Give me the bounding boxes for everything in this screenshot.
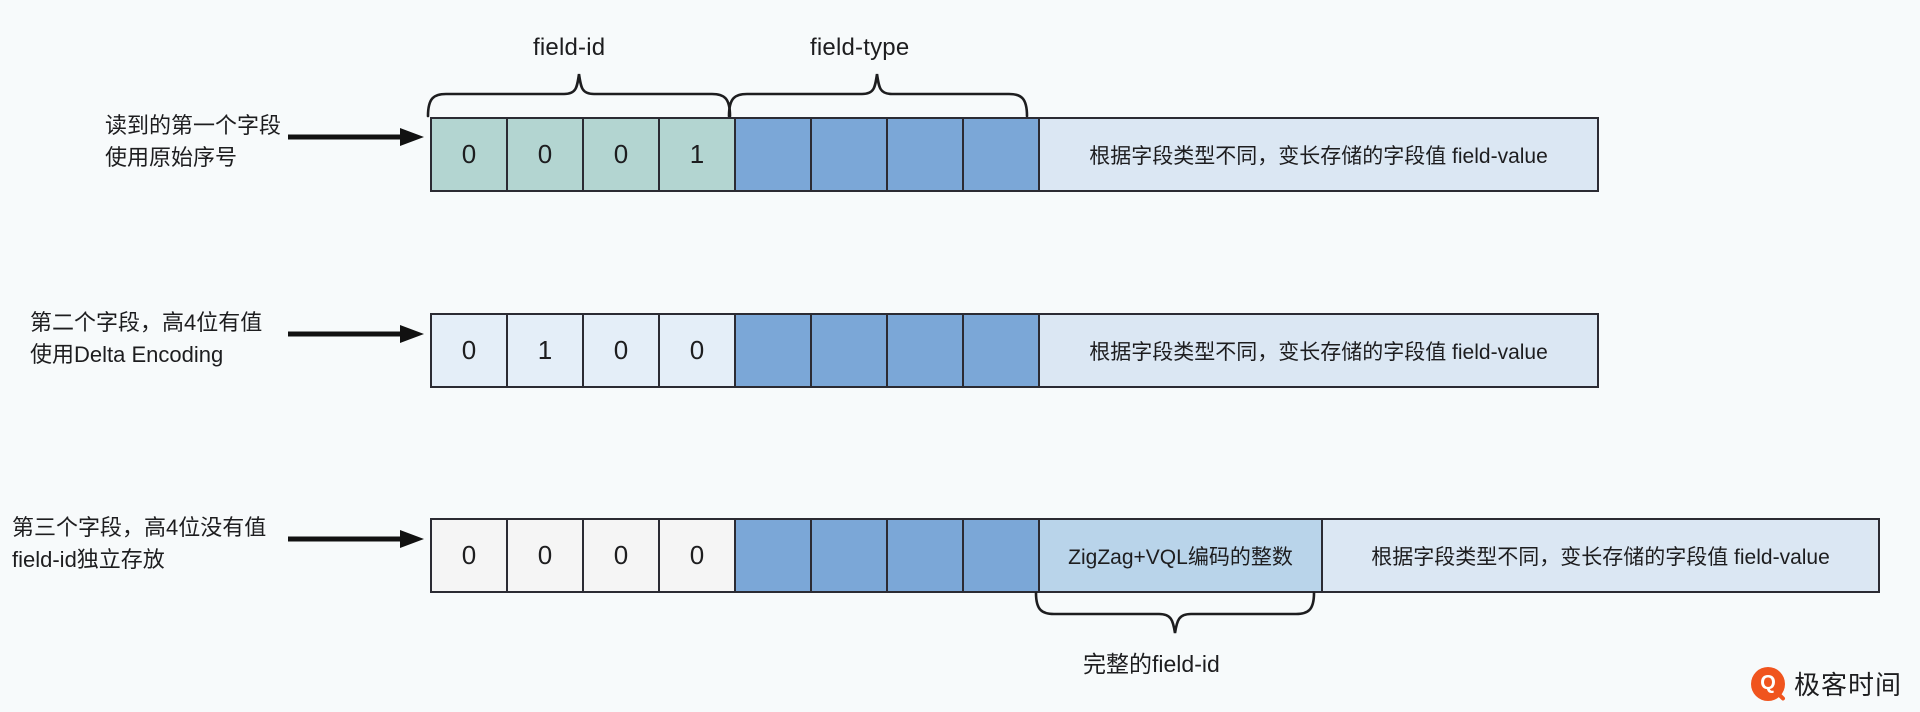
watermark: Q 极客时间	[1750, 665, 1902, 702]
row-1-field-id-bit-1: 0	[508, 119, 584, 190]
row-2-field-id-bit-0: 0	[432, 315, 508, 386]
watermark-text: 极客时间	[1793, 670, 1902, 700]
row-2-label: 第二个字段，高4位有值 使用Delta Encoding	[30, 307, 262, 371]
row-3-field-value-cell: 根据字段类型不同，变长存储的字段值 field-value	[1323, 520, 1878, 591]
row-1-field-id-bit-2: 0	[584, 119, 660, 190]
geekbang-logo-icon: Q	[1750, 666, 1785, 701]
brace-label-field-type: field-type	[810, 34, 910, 61]
row-2-field-type-bit-0	[736, 315, 812, 386]
row-2-field-type-bit-1	[812, 315, 888, 386]
brace-label-field-id: field-id	[533, 34, 606, 61]
row-3-field-id-bit-3: 0	[660, 520, 736, 591]
bottom-caption: 完整的field-id	[1083, 651, 1220, 677]
row-1-field-value-cell: 根据字段类型不同，变长存储的字段值 field-value	[1040, 119, 1597, 190]
row-2-strip: 0 1 0 0 根据字段类型不同，变长存储的字段值 field-value	[430, 313, 1599, 388]
row-2-label-line-1: 第二个字段，高4位有值	[30, 310, 263, 335]
row-3-field-id-bit-1: 0	[508, 520, 584, 591]
row-2-field-id-bit-1: 1	[508, 315, 584, 386]
row-1-label-line-2: 使用原始序号	[105, 145, 238, 170]
row-3-field-id-bit-2: 0	[584, 520, 660, 591]
row-3-field-type-bit-0	[736, 520, 812, 591]
row-3-label: 第三个字段，高4位没有值 field-id独立存放	[12, 512, 266, 576]
row-3-zigzag-field-id-cell: ZigZag+VQL编码的整数	[1040, 520, 1323, 591]
row-2-label-line-2: 使用Delta Encoding	[30, 342, 224, 367]
row-2-field-type-bit-3	[964, 315, 1040, 386]
row-2-field-value-cell: 根据字段类型不同，变长存储的字段值 field-value	[1040, 315, 1597, 386]
row-2-field-type-bit-2	[888, 315, 964, 386]
row-1-field-id-bit-3: 1	[660, 119, 736, 190]
row-3-label-line-1: 第三个字段，高4位没有值	[12, 515, 267, 540]
row-3-field-type-bit-2	[888, 520, 964, 591]
row-1-field-id-bit-0: 0	[432, 119, 508, 190]
row-3-field-id-bit-0: 0	[432, 520, 508, 591]
row-3-strip: 0 0 0 0 ZigZag+VQL编码的整数 根据字段类型不同，变长存储的字段…	[430, 518, 1880, 593]
row-2-arrow	[288, 325, 424, 343]
brace-field-id	[426, 73, 732, 118]
row-3-arrow	[288, 530, 424, 548]
row-3-field-type-bit-3	[964, 520, 1040, 591]
row-1-label: 读到的第一个字段 使用原始序号	[105, 110, 281, 174]
row-3-label-line-2: field-id独立存放	[12, 547, 165, 572]
brace-full-field-id	[1034, 591, 1316, 634]
row-1-strip: 0 0 0 1 根据字段类型不同，变长存储的字段值 field-value	[430, 117, 1599, 192]
row-3-field-type-bit-1	[812, 520, 888, 591]
row-1-field-type-bit-3	[964, 119, 1040, 190]
brace-field-type	[727, 73, 1029, 118]
row-2-field-id-bit-3: 0	[660, 315, 736, 386]
row-1-field-type-bit-1	[812, 119, 888, 190]
row-1-arrow	[288, 128, 424, 146]
row-1-field-type-bit-2	[888, 119, 964, 190]
row-2-field-id-bit-2: 0	[584, 315, 660, 386]
row-1-label-line-1: 读到的第一个字段	[105, 113, 282, 138]
row-1-field-type-bit-0	[736, 119, 812, 190]
